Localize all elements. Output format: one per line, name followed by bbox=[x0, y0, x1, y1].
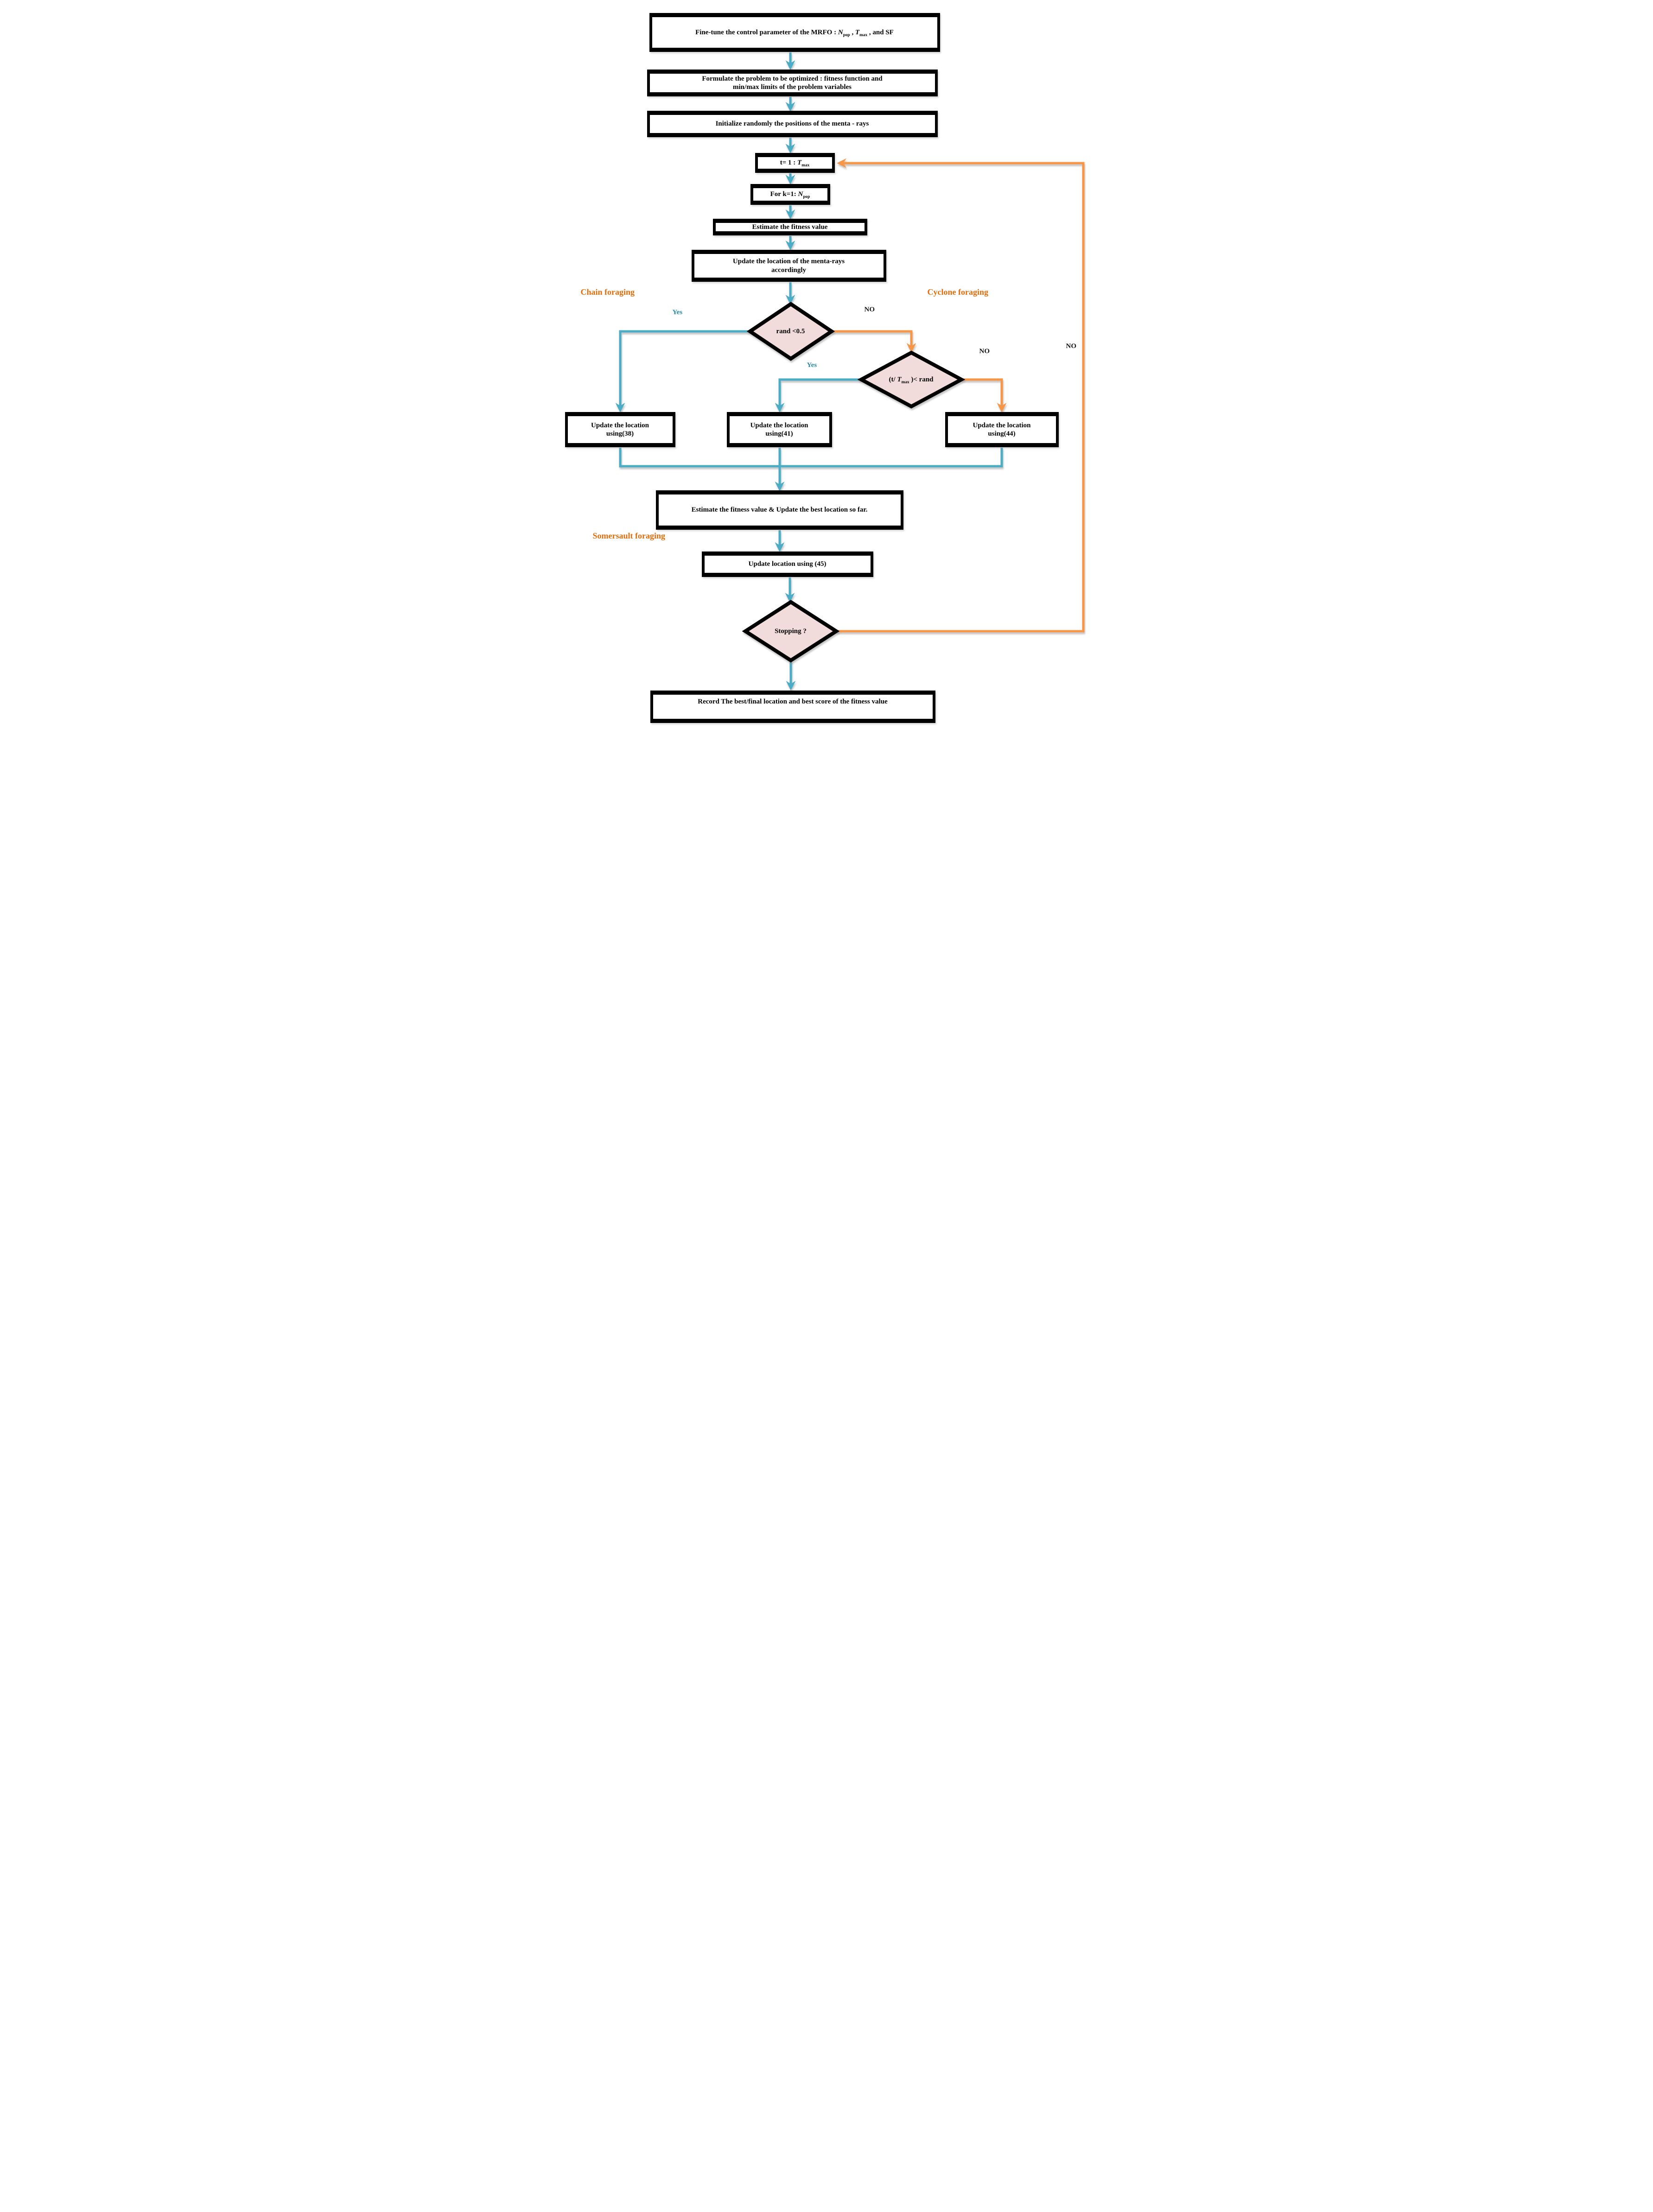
branch-cyclone-no bbox=[960, 378, 1006, 412]
box-finetune-parameters: Fine-tune the control parameter of the M… bbox=[649, 13, 940, 52]
box-update-eq44: Update the location using(44) bbox=[945, 412, 1059, 447]
box-record-result: Record The best/final location and best … bbox=[650, 691, 935, 723]
branch-rand-yes bbox=[615, 330, 750, 412]
box-population-loop-text: For k=1: Npop bbox=[770, 190, 810, 200]
box-estimate-fitness: Estimate the fitness value bbox=[712, 219, 867, 235]
label-stopping-no: NO bbox=[1062, 341, 1080, 352]
box-finetune-text: Fine-tune the control parameter of the M… bbox=[695, 28, 894, 38]
flowchart-canvas: Fine-tune the control parameter of the M… bbox=[551, 0, 1102, 737]
box-update-eq38-line1: Update the location bbox=[591, 421, 649, 429]
loop-stopping-no bbox=[836, 158, 1084, 633]
box-update-eq38: Update the location using(38) bbox=[565, 412, 675, 447]
box-update-eq45: Update location using (45) bbox=[701, 551, 873, 577]
box-time-loop-text: t= 1 : Tmax bbox=[780, 159, 810, 168]
box-update-mantarays: Update the location of the menta-rays ac… bbox=[691, 250, 886, 282]
blue-connectors bbox=[615, 52, 1003, 691]
branch-cyclone-yes bbox=[774, 378, 861, 412]
box-update-eq45-text: Update location using (45) bbox=[748, 560, 826, 568]
label-cyclone-yes: Yes bbox=[807, 361, 817, 369]
box-update-eq38-line2: using(38) bbox=[606, 430, 634, 437]
label-somersault-foraging: Somersault foraging bbox=[592, 531, 666, 540]
box-estimate-best-text: Estimate the fitness value & Update the … bbox=[691, 506, 868, 514]
box-time-loop: t= 1 : Tmax bbox=[755, 153, 835, 173]
box-update-eq41-line1: Update the location bbox=[750, 421, 808, 429]
diamond-stopping bbox=[742, 600, 839, 663]
label-rand-yes: Yes bbox=[672, 309, 683, 316]
box-estimate-fitness-text: Estimate the fitness value bbox=[752, 223, 828, 231]
box-initialize-text: Initialize randomly the positions of the… bbox=[715, 120, 869, 128]
box-update-eq44-line1: Update the location bbox=[973, 421, 1031, 429]
box-formulate-line1: Formulate the problem to be optimized : … bbox=[702, 75, 883, 82]
label-rand-no: NO bbox=[864, 306, 875, 313]
box-formulate-line2: min/max limits of the problem variables bbox=[733, 83, 852, 91]
orange-connectors bbox=[831, 158, 1084, 633]
decision-shapes bbox=[742, 302, 965, 663]
box-update-mantarays-line1: Update the location of the menta-rays bbox=[732, 258, 845, 266]
connector-layer bbox=[615, 52, 1084, 691]
diamond-cyclone bbox=[857, 350, 965, 409]
box-update-eq41: Update the location using(41) bbox=[726, 412, 832, 447]
box-initialize-positions: Initialize randomly the positions of the… bbox=[647, 111, 938, 137]
diamond-rand bbox=[746, 302, 835, 361]
label-cyclone-no: NO bbox=[979, 348, 990, 355]
box-population-loop: For k=1: Npop bbox=[750, 184, 830, 205]
branch-rand-no bbox=[831, 330, 916, 353]
box-formulate-problem: Formulate the problem to be optimized : … bbox=[647, 70, 938, 96]
box-estimate-best: Estimate the fitness value & Update the … bbox=[655, 490, 903, 530]
label-cyclone-foraging: Cyclone foraging bbox=[927, 287, 988, 297]
box-record-result-text: Record The best/final location and best … bbox=[698, 698, 888, 705]
label-chain-foraging: Chain foraging bbox=[580, 287, 635, 297]
box-update-eq41-line2: using(41) bbox=[765, 430, 793, 437]
box-update-mantarays-line2: accordingly bbox=[771, 266, 806, 274]
box-update-eq44-line2: using(44) bbox=[988, 430, 1016, 437]
